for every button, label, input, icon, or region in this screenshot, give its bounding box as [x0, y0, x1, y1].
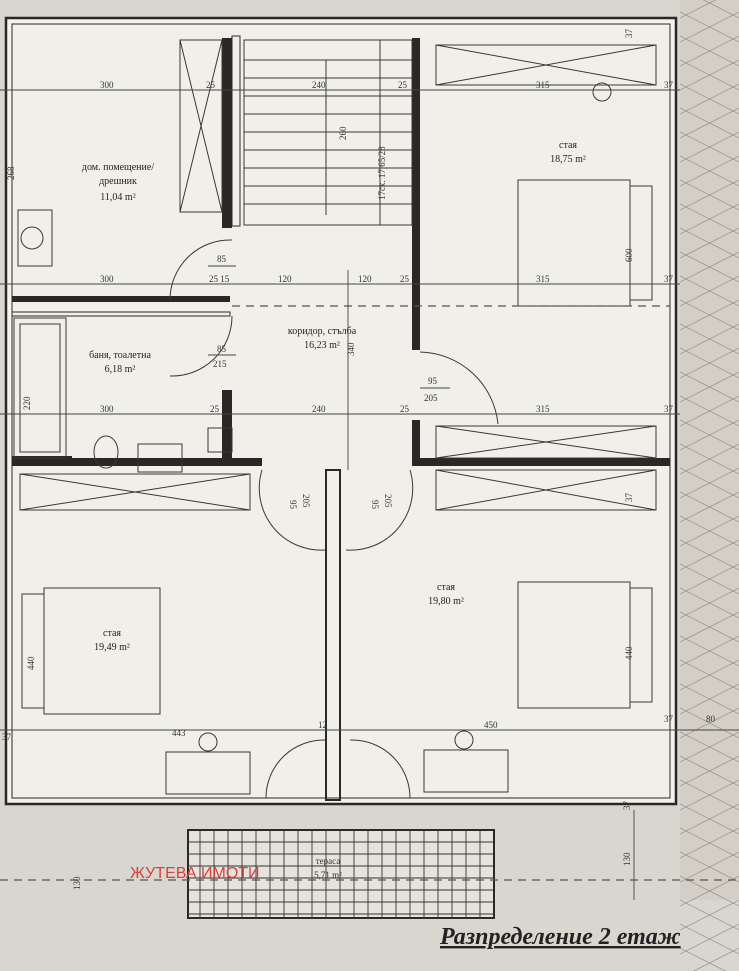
- doors: [169, 239, 499, 799]
- svg-text:300: 300: [100, 274, 114, 284]
- svg-text:37: 37: [664, 274, 674, 284]
- svg-text:300: 300: [100, 80, 114, 90]
- svg-text:18,75 m²: 18,75 m²: [550, 154, 586, 165]
- svg-text:тераса: тераса: [316, 856, 341, 866]
- svg-text:37: 37: [664, 404, 674, 414]
- svg-text:130: 130: [72, 876, 82, 890]
- svg-text:220: 220: [22, 396, 32, 410]
- svg-text:37: 37: [622, 801, 632, 811]
- svg-text:600: 600: [624, 248, 634, 262]
- svg-text:95: 95: [288, 500, 298, 510]
- terrace: [187, 829, 495, 919]
- svg-text:440: 440: [624, 646, 634, 660]
- svg-text:95: 95: [428, 376, 438, 386]
- room-label-terrace: тераса 5,71 m²: [314, 856, 342, 880]
- svg-text:25: 25: [398, 80, 408, 90]
- svg-text:205: 205: [301, 494, 311, 508]
- svg-text:дрешник: дрешник: [99, 176, 137, 187]
- svg-text:215: 215: [213, 359, 227, 369]
- svg-text:85: 85: [217, 254, 227, 264]
- svg-text:440: 440: [26, 656, 36, 670]
- svg-text:25: 25: [400, 274, 410, 284]
- svg-text:315: 315: [536, 80, 550, 90]
- room-label-storage: дом. помещение/ дрешник 11,04 m²: [82, 162, 154, 203]
- door-labels: 85 85 215 95 205 95 205 95 205: [208, 254, 450, 510]
- svg-text:коридор, стълба: коридор, стълба: [288, 326, 357, 337]
- dimension-lines: [0, 89, 739, 900]
- svg-text:стая: стая: [437, 582, 455, 593]
- room-label-sw: стая 19,49 m²: [94, 628, 130, 653]
- svg-text:120: 120: [358, 274, 372, 284]
- interior-walls: [11, 35, 670, 801]
- svg-text:37: 37: [2, 732, 12, 742]
- svg-text:315: 315: [536, 274, 550, 284]
- svg-text:120: 120: [278, 274, 292, 284]
- svg-text:5,71 m²: 5,71 m²: [314, 870, 342, 880]
- svg-text:85: 85: [217, 344, 227, 354]
- bed-se: [517, 581, 653, 709]
- svg-text:37: 37: [624, 493, 634, 503]
- svg-text:37: 37: [664, 714, 674, 724]
- svg-text:95: 95: [370, 500, 380, 510]
- svg-text:12: 12: [318, 720, 327, 730]
- room-label-bath: баня, тоалетна 6,18 m²: [89, 350, 151, 375]
- desks: [165, 82, 612, 795]
- svg-text:19,49 m²: 19,49 m²: [94, 642, 130, 653]
- watermark: ЖУТЕВА ИМОТИ: [130, 865, 260, 882]
- plan-title: Разпределение 2 етаж: [439, 924, 681, 950]
- wardrobes: [19, 39, 657, 511]
- svg-text:130: 130: [622, 852, 632, 866]
- svg-text:6,18 m²: 6,18 m²: [105, 364, 136, 375]
- roof-hatch: [679, 0, 739, 971]
- stairs-note: 17сх. 17,65/28: [377, 146, 387, 200]
- svg-text:25: 25: [206, 80, 216, 90]
- svg-text:340: 340: [346, 342, 356, 356]
- svg-text:300: 300: [100, 404, 114, 414]
- svg-text:16,23 m²: 16,23 m²: [304, 340, 340, 351]
- svg-text:450: 450: [484, 720, 498, 730]
- svg-text:стая: стая: [103, 628, 121, 639]
- room-label-ne: стая 18,75 m²: [550, 140, 586, 165]
- svg-text:25 15: 25 15: [209, 274, 230, 284]
- bed-sw: [21, 587, 161, 715]
- room-label-corridor: коридор, стълба 16,23 m²: [288, 326, 357, 351]
- svg-text:240: 240: [312, 404, 326, 414]
- svg-text:205: 205: [424, 393, 438, 403]
- bath-fixtures: [13, 209, 233, 473]
- svg-text:443: 443: [172, 728, 186, 738]
- room-label-se: стая 19,80 m²: [428, 582, 464, 607]
- svg-text:268: 268: [6, 166, 16, 180]
- dimension-labels: 300 25 240 25 315 37 300 25 15 120 120 2…: [2, 29, 716, 891]
- staircase: [243, 39, 413, 226]
- svg-text:25: 25: [210, 404, 220, 414]
- svg-text:315: 315: [536, 404, 550, 414]
- svg-text:19,80 m²: 19,80 m²: [428, 596, 464, 607]
- svg-text:260: 260: [338, 126, 348, 140]
- svg-text:баня, тоалетна: баня, тоалетна: [89, 350, 151, 361]
- svg-text:дом. помещение/: дом. помещение/: [82, 162, 154, 173]
- svg-text:205: 205: [383, 494, 393, 508]
- svg-text:стая: стая: [559, 140, 577, 151]
- svg-text:25: 25: [400, 404, 410, 414]
- svg-text:80: 80: [706, 714, 716, 724]
- svg-text:11,04 m²: 11,04 m²: [100, 192, 135, 203]
- svg-text:37: 37: [664, 80, 674, 90]
- svg-text:37: 37: [624, 29, 634, 39]
- svg-text:240: 240: [312, 80, 326, 90]
